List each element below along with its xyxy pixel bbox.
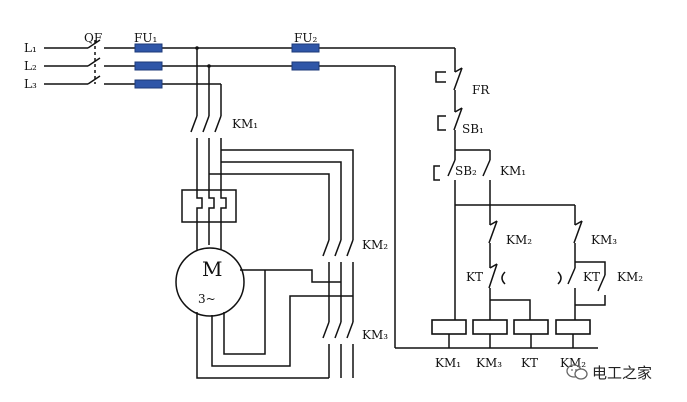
fuse-FU2-L2 (291, 61, 320, 71)
coil-KM2 (555, 319, 591, 335)
label-FU1: FU₁ (134, 31, 157, 45)
label-coil-KM1: KM₁ (435, 356, 461, 370)
motor-phase-label: 3~ (198, 292, 216, 306)
label-KM1-hold: KM₁ (500, 164, 526, 178)
coil-KM1 (431, 319, 467, 335)
label-L3: L₃ (24, 77, 37, 91)
label-KM2-aux: KM₂ (617, 270, 643, 284)
fuse-FU1-L2 (134, 61, 163, 71)
motor-label: M (202, 257, 222, 281)
label-KM3-nc: KM₃ (591, 233, 617, 247)
watermark-text: 电工之家 (592, 363, 653, 382)
wechat-icon (566, 364, 588, 380)
label-coil-KM2: KM₂ (560, 356, 586, 370)
label-SB2: SB₂ (455, 164, 477, 178)
main-power-circuit (181, 46, 354, 379)
label-L1: L₁ (24, 41, 37, 55)
label-KM2-main: KM₂ (362, 238, 388, 252)
label-KT-left: KT (466, 270, 483, 284)
label-coil-KT: KT (521, 356, 538, 370)
label-coil-KM3: KM₃ (476, 356, 502, 370)
label-KM1-main: KM₁ (232, 117, 258, 131)
watermark: 电工之家 (566, 361, 652, 383)
control-circuit (394, 48, 606, 349)
fuse-FU2-L1 (291, 43, 320, 53)
label-FR: FR (472, 83, 490, 97)
label-KT-right: KT (583, 270, 600, 284)
label-KM3-main: KM₃ (362, 328, 388, 342)
coil-KM3 (472, 319, 508, 335)
label-FU2: FU₂ (294, 31, 317, 45)
label-QF: QF (84, 31, 102, 45)
incoming-lines (44, 39, 455, 85)
fuse-FU1-L1 (134, 43, 163, 53)
label-KM2-nc: KM₂ (506, 233, 532, 247)
fuse-FU1-L3 (134, 79, 163, 89)
label-SB1: SB₁ (462, 122, 484, 136)
motor-symbol (175, 247, 245, 317)
coil-KT (513, 319, 549, 335)
label-L2: L₂ (24, 59, 37, 73)
